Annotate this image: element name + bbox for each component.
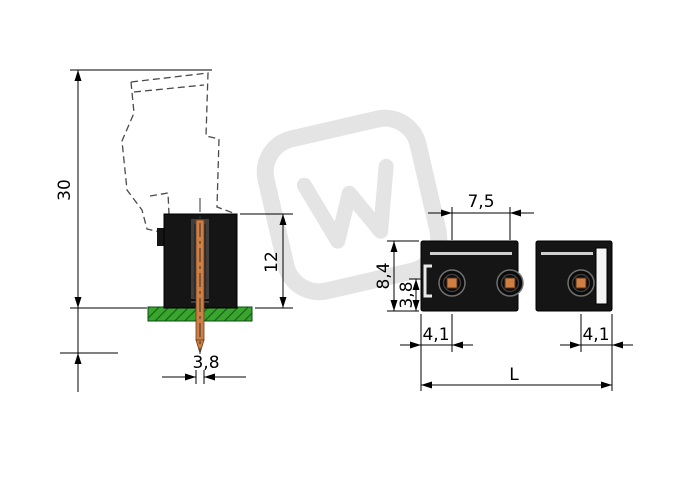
dim-label-overall-length: L: [509, 365, 519, 385]
arrowhead: [204, 373, 215, 381]
watermark-w-glyph: [296, 158, 394, 249]
arrowhead: [452, 341, 463, 349]
pin-socket-inner-ring: [500, 273, 520, 293]
watermark-rounded-square: [256, 109, 448, 301]
arrowhead: [279, 214, 287, 225]
dim-front-height: 8,4: [374, 240, 419, 312]
arrowhead: [441, 209, 452, 217]
pin-socket-inner-ring: [571, 273, 591, 293]
connector-body-latch-nub: [157, 228, 165, 246]
arrowhead: [390, 300, 398, 311]
side-view: 30 12 3,8: [55, 69, 293, 392]
arrowhead: [421, 381, 432, 389]
dim-label-pin-center-height: 3,8: [397, 281, 417, 308]
mating-plug-latch-dashed-detail: [149, 192, 170, 215]
pin-socket-3: [567, 269, 595, 297]
arrowhead: [185, 373, 196, 381]
dim-left-pin-offset: 4,1: [400, 314, 473, 391]
mating-plug-dashed-outline-left: [121, 81, 165, 234]
watermark-logo: [256, 109, 448, 301]
contact-slot-left: [430, 252, 512, 255]
dim-overall-length: L: [421, 365, 612, 389]
solder-pin-tip: [195, 339, 205, 355]
dim-label-left-pin-offset: 4,1: [422, 325, 449, 345]
dim-label-right-pin-offset: 4,1: [582, 325, 609, 345]
arrowhead: [410, 341, 421, 349]
mating-plug-inner-dashed-line: [133, 84, 205, 93]
mating-plug-dashed-outline-right: [130, 72, 237, 215]
pin-socket-1: [438, 269, 466, 297]
arrowhead: [74, 353, 82, 364]
arrowhead: [601, 381, 612, 389]
dim-overall-height: 30: [55, 69, 212, 392]
arrowhead: [74, 70, 82, 81]
latch-bracket: [423, 264, 432, 298]
dim-pin-center-height: 3,8: [397, 278, 421, 311]
dim-label-front-height: 8,4: [374, 262, 394, 289]
dim-pin-width: 3,8: [162, 353, 246, 384]
label-background: [188, 354, 224, 370]
arrowhead: [74, 297, 82, 308]
arrowhead: [412, 279, 420, 290]
end-wall-recess: [595, 247, 608, 305]
arrowhead: [279, 297, 287, 308]
contact-slot-right: [541, 252, 593, 255]
arrowhead: [612, 341, 623, 349]
arrowhead: [390, 241, 398, 252]
pin-socket-2: [496, 269, 524, 297]
dim-pin-pitch: 7,5: [428, 192, 534, 240]
front-view: 7,5 8,4 3,8 4,1: [374, 192, 633, 391]
dim-label-pin-width: 3,8: [192, 353, 219, 373]
pin-socket-inner-ring: [442, 273, 462, 293]
pin-contact: [504, 277, 516, 289]
arrowhead: [510, 209, 521, 217]
arrowhead: [570, 341, 581, 349]
dim-label-overall-height: 30: [55, 179, 75, 201]
arrowhead: [412, 300, 420, 311]
dim-body-height: 12: [240, 213, 293, 309]
dim-right-pin-offset: 4,1: [560, 314, 633, 391]
pin-contact: [446, 277, 458, 289]
dim-label-pin-pitch: 7,5: [467, 192, 494, 212]
dim-label-body-height: 12: [262, 251, 282, 273]
pin-contact: [575, 277, 587, 289]
